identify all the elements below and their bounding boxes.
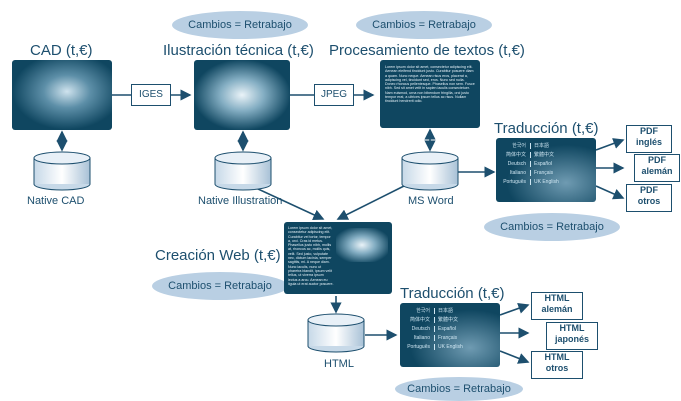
arrow-word-to-web (336, 181, 413, 220)
language-row: Italiano Français (500, 169, 559, 178)
language-label: 简体中文 (505, 152, 526, 158)
arrow-to-html-3 (499, 350, 530, 364)
rework-bubble-translation-html: Cambios = Retrabajo (395, 377, 523, 401)
word-document-text: Lorem ipsum dolor sit amet, consectetur … (385, 65, 475, 104)
arrow-to-pdf-3 (595, 185, 625, 200)
web-page-image (336, 228, 388, 262)
language-label: Français (434, 335, 458, 341)
arrow-to-html-1 (499, 302, 530, 316)
rework-bubble-illustration: Cambios = Retrabajo (172, 11, 308, 39)
language-label: 日本語 (530, 143, 550, 149)
language-label: Português (503, 179, 526, 185)
db-label-native-cad: Native CAD (27, 195, 85, 207)
db-html (307, 313, 365, 353)
db-native-cad (33, 151, 91, 191)
web-page-text: Lorem ipsum dolor sit amet, consectetur … (288, 226, 334, 286)
language-label: Italiano (509, 170, 526, 176)
format-tag-jpeg: JPEG (314, 84, 354, 106)
step-title-cad: CAD (t,€) (30, 42, 93, 59)
step-title-translation-1: Traducción (t,€) (494, 120, 599, 137)
language-label: Deutsch (411, 326, 430, 332)
language-label: UK English (530, 179, 559, 185)
web-page: Lorem ipsum dolor sit amet, consectetur … (284, 222, 392, 294)
language-label: Français (530, 170, 554, 176)
rework-bubble-web: Cambios = Retrabajo (152, 272, 288, 300)
rework-label: Cambios = Retrabajo (407, 383, 511, 395)
arrow-to-pdf-1 (595, 138, 625, 151)
rework-bubble-translation-pdf: Cambios = Retrabajo (484, 213, 620, 241)
language-label: Italiano (413, 335, 430, 341)
language-row: Português UK English (404, 343, 463, 352)
language-row: 简体中文繁體中文 (500, 151, 559, 160)
language-label: 繁體中文 (530, 152, 555, 158)
db-label-native-illustration: Native Illustration (198, 195, 283, 207)
language-row: 한국어 日本語 (404, 307, 463, 316)
illustration-image (194, 60, 290, 130)
step-title-illustration: Ilustración técnica (t,€) (163, 42, 314, 59)
rework-bubble-word: Cambios = Retrabajo (356, 11, 492, 39)
language-label: Español (530, 161, 553, 167)
rework-label: Cambios = Retrabajo (168, 280, 272, 292)
step-title-wordproc: Procesamiento de textos (t,€) (329, 42, 525, 59)
rework-label: Cambios = Retrabajo (500, 221, 604, 233)
language-label: 한국어 (416, 308, 430, 314)
language-label: 日本語 (434, 308, 454, 314)
db-ms-word (401, 151, 459, 191)
language-label: Español (434, 326, 457, 332)
language-label: Português (407, 344, 430, 350)
language-label: 简体中文 (409, 317, 430, 323)
step-title-translation-2: Traducción (t,€) (400, 285, 505, 302)
language-label: Deutsch (507, 161, 526, 167)
language-row: Deutsch Español (404, 325, 463, 334)
rework-label: Cambios = Retrabajo (188, 19, 292, 31)
rework-label: Cambios = Retrabajo (372, 19, 476, 31)
language-row: Italiano Français (404, 334, 463, 343)
format-tag-iges: IGES (131, 84, 171, 106)
word-document: Lorem ipsum dolor sit amet, consectetur … (380, 60, 480, 128)
language-label: UK English (434, 344, 463, 350)
db-label-html: HTML (324, 358, 354, 370)
language-label: 한국어 (512, 143, 526, 149)
language-row: Deutsch Español (500, 160, 559, 169)
db-native-illustration (214, 151, 272, 191)
db-label-ms-word: MS Word (408, 195, 454, 207)
language-row: Português UK English (500, 178, 559, 187)
step-title-web: Creación Web (t,€) (155, 247, 281, 264)
cad-render-image (12, 60, 112, 130)
language-row: 한국어 日本語 (500, 142, 559, 151)
language-row: 简体中文繁體中文 (404, 316, 463, 325)
language-label: 繁體中文 (434, 317, 459, 323)
